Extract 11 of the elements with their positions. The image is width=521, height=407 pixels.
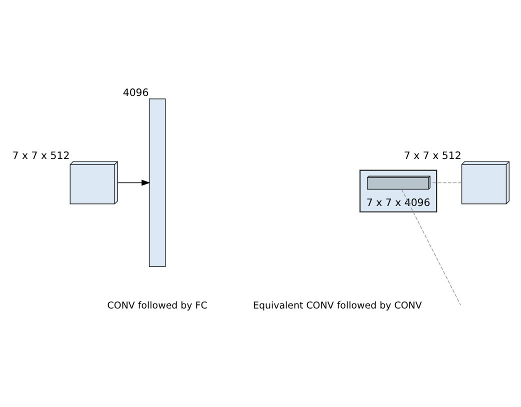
node-label: 7 x 7 x 512 [12,150,70,162]
label: Equivalent CONV followed by CONV [252,300,422,312]
node-label: 7 x 7 x 512 [404,150,462,162]
node-label: 4096 [122,88,149,100]
node-label: 7 x 7 x 4096 [366,198,430,210]
connector [430,182,462,184]
arrow [117,180,150,186]
cluster [360,170,438,212]
node-bar [148,98,166,267]
connector [401,188,461,306]
label: CONV followed by FC [107,300,208,312]
